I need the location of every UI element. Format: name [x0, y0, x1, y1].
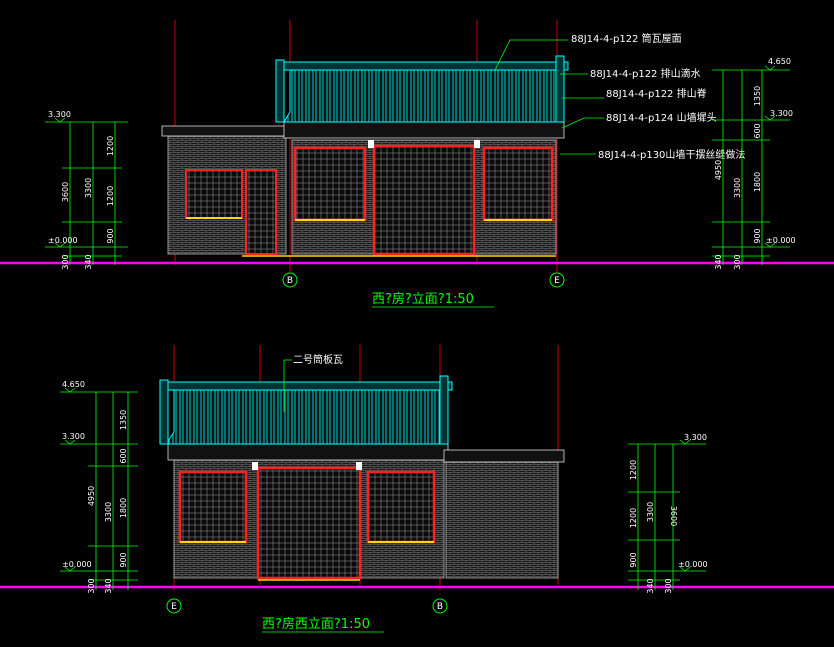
left-wing-cornice — [161, 125, 289, 137]
roof-ridge — [163, 381, 453, 391]
dimension: 340 — [84, 254, 93, 269]
dimension: 3600 — [61, 182, 70, 202]
level-mark: 3.300 — [48, 110, 71, 119]
eave-band — [167, 443, 449, 461]
roof — [283, 69, 565, 123]
dimension: 3600 — [669, 506, 678, 526]
drawing-title: 西?房?立面?1:50 — [372, 291, 474, 307]
dimension: 340 — [104, 578, 113, 593]
dimension: 1200 — [106, 186, 115, 206]
dimension: 600 — [119, 448, 128, 463]
dimension: 1350 — [753, 86, 762, 106]
dimension: 300 — [664, 578, 673, 593]
roof — [165, 389, 449, 445]
right-wing-cornice — [443, 449, 565, 463]
dimension: 900 — [629, 552, 638, 567]
door — [245, 169, 277, 255]
dimension: 4950 — [87, 486, 96, 506]
level-mark: ±0.000 — [678, 560, 708, 569]
main-door — [256, 466, 362, 580]
top-elevation: B E 88J14-4-p122 筒瓦屋面 88J14-4-p122 排山滴水 … — [0, 20, 834, 308]
dimension: 3300 — [733, 178, 742, 198]
gable-end — [555, 55, 565, 123]
dimension: 900 — [753, 228, 762, 243]
window — [178, 470, 248, 544]
callout-text: 88J14-4-p124 山墙墀头 — [606, 111, 717, 124]
right-dimension-chain — [712, 65, 790, 265]
level-mark: ±0.000 — [48, 236, 78, 245]
dimension: 900 — [119, 552, 128, 567]
dimension: 1200 — [629, 508, 638, 528]
bottom-elevation: 二号筒板瓦 E B 4.650 3.300 ±0.000 4950 300 33… — [0, 345, 834, 633]
dimension: 3300 — [84, 178, 93, 198]
dimension: 1350 — [119, 410, 128, 430]
axis-marker — [549, 272, 565, 288]
axis-marker — [166, 598, 182, 614]
level-mark: 4.650 — [768, 57, 791, 66]
eave-band — [283, 119, 565, 139]
dimension: 300 — [733, 254, 742, 269]
axis-label: E — [171, 602, 177, 612]
dimension: 1800 — [753, 172, 762, 192]
callout-text: 88J14-4-p122 排山脊 — [606, 87, 707, 100]
callout-text: 88J14-4-p122 排山滴水 — [590, 67, 701, 80]
left-dimension-chain — [45, 117, 128, 265]
main-door — [372, 144, 476, 256]
left-dimension-chain — [60, 387, 138, 590]
dimension: 900 — [106, 228, 115, 243]
roof-ridge — [279, 61, 569, 71]
axis-marker — [432, 598, 448, 614]
dimension: 1800 — [119, 498, 128, 518]
window — [293, 146, 367, 222]
callout-text: 二号筒板瓦 — [293, 353, 343, 366]
level-mark: 3.300 — [684, 433, 707, 442]
gable-end — [159, 379, 169, 445]
dimension: 3300 — [104, 502, 113, 522]
right-wing-wall — [445, 461, 559, 579]
dimension: 1200 — [629, 460, 638, 480]
window — [366, 470, 436, 544]
level-mark: 4.650 — [62, 380, 85, 389]
level-mark: ±0.000 — [62, 560, 92, 569]
level-mark: ±0.000 — [766, 236, 796, 245]
dimension: 340 — [646, 578, 655, 593]
dimension: 300 — [87, 578, 96, 593]
callout-leaders — [494, 39, 604, 155]
right-dimension-chain — [628, 439, 706, 590]
axis-label: B — [437, 602, 443, 612]
level-mark: 3.300 — [770, 109, 793, 118]
dimension: 1200 — [106, 136, 115, 156]
gable-end — [439, 375, 449, 445]
dimension: 600 — [753, 123, 762, 138]
axis-marker — [282, 272, 298, 288]
callout-text: 88J14-4-p130山墙干摆丝缝做法 — [598, 148, 745, 161]
drawing-title: 西?房西立面?1:50 — [262, 616, 370, 632]
dimension: 3300 — [646, 502, 655, 522]
callout-leader — [283, 359, 292, 412]
level-mark: 3.300 — [62, 432, 85, 441]
gable-end — [275, 59, 285, 123]
axis-label: E — [554, 276, 560, 286]
dimension: 300 — [61, 254, 70, 269]
dimension: 4950 — [714, 160, 723, 180]
axis-label: B — [287, 276, 293, 286]
dimension: 340 — [714, 254, 723, 269]
window — [185, 169, 243, 219]
window — [482, 146, 554, 222]
callout-text: 88J14-4-p122 筒瓦屋面 — [571, 32, 682, 45]
